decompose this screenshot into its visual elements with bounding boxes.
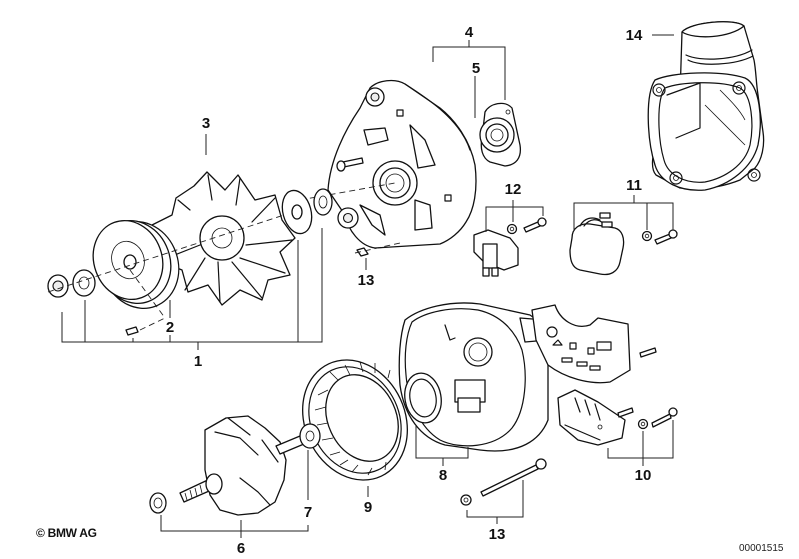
regulator-nut[interactable] [641,230,653,242]
part-6-rotor[interactable] [179,415,305,516]
callout-10[interactable]: 10 [634,467,652,484]
callout-3[interactable]: 3 [201,115,211,132]
callout-13-lower[interactable]: 13 [488,526,506,543]
rectifier-bolt[interactable] [651,407,678,428]
brush-holder-nut[interactable] [506,223,518,235]
woodruff-key[interactable] [125,326,139,336]
rectifier-plate[interactable] [531,304,631,384]
part-7-rotor-bearing[interactable] [299,423,321,449]
callout-2[interactable]: 2 [165,319,175,336]
part-9-stator[interactable] [283,343,426,498]
copyright-notice: © BMW AG [36,526,97,540]
callout-5[interactable]: 5 [471,60,481,77]
callout-8[interactable]: 8 [438,467,448,484]
callout-6[interactable]: 6 [236,540,246,557]
callout-1[interactable]: 1 [193,353,203,370]
housing-clip-nut[interactable] [356,247,369,257]
part-12-brush-holder[interactable] [473,229,519,277]
pulley-washer[interactable] [72,269,96,297]
rotor-spacer-ring[interactable] [149,492,167,514]
pulley-nut[interactable] [47,274,69,298]
part-10-rectifier[interactable] [557,389,626,446]
rear-housing-seal-ring[interactable] [401,370,445,425]
callout-14[interactable]: 14 [625,27,643,44]
callout-4[interactable]: 4 [464,24,474,41]
callout-12[interactable]: 12 [504,181,522,198]
part-11-voltage-regulator[interactable] [569,212,625,276]
callout-11[interactable]: 11 [626,177,642,194]
front-bearing[interactable] [313,188,333,216]
callout-13-upper[interactable]: 13 [357,272,375,289]
callout-7[interactable]: 7 [303,504,313,521]
regulator-screw[interactable] [654,229,678,245]
brush-holder-screw[interactable] [523,217,547,233]
part-4-drive-end-housing[interactable] [327,79,477,249]
callout-9[interactable]: 9 [363,499,373,516]
housing-screw[interactable] [336,157,364,172]
rectifier-screw[interactable] [617,407,634,418]
through-bolt-nut[interactable] [460,494,472,506]
part-2-pulley[interactable] [82,210,190,319]
document-number: 00001515 [739,543,784,554]
part-5-bearing-plate[interactable] [479,102,522,167]
rectifier-nut[interactable] [637,418,649,430]
spacer-disc[interactable] [278,187,316,237]
through-bolt[interactable] [480,458,547,497]
rectifier-upper-screw[interactable] [639,347,657,358]
part-14-air-duct[interactable] [647,21,765,191]
